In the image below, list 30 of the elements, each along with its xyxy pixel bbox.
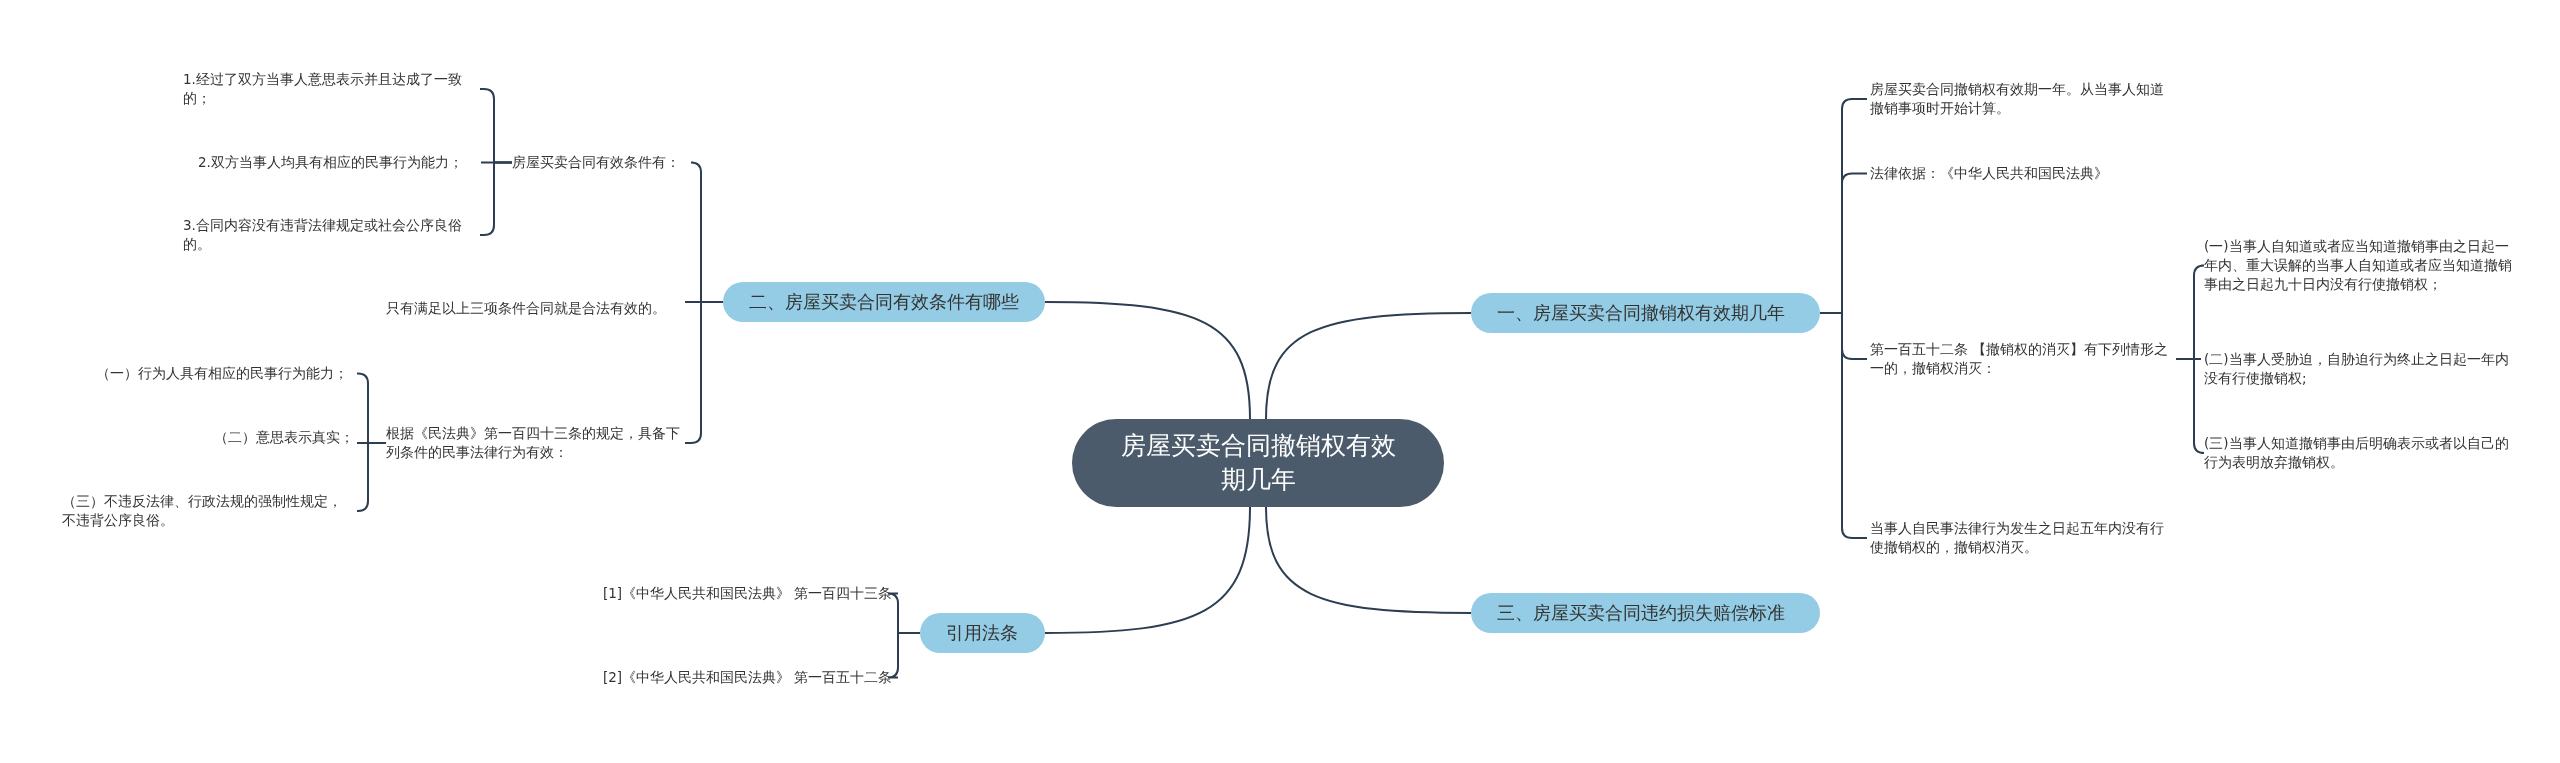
topic-box: 二、房屋买卖合同有效条件有哪些 xyxy=(723,282,1045,322)
topic-text: (三)当事人知道撤销事由后明确表示或者以自己的行为表明放弃撤销权。 xyxy=(2204,434,2514,472)
topic-box: 三、房屋买卖合同违约损失赔偿标准 xyxy=(1471,593,1820,633)
connector-line xyxy=(356,442,387,512)
topic-text: [1]《中华人民共和国民法典》 第一百四十三条 xyxy=(603,583,895,603)
topic-text: 3.合同内容没有违背法律规定或社会公序良俗的。 xyxy=(183,216,477,254)
connector-line xyxy=(1044,301,1251,420)
topic-text: 1.经过了双方当事人意思表示并且达成了一致的； xyxy=(183,70,477,108)
topic-text: （一）行为人具有相应的民事行为能力； xyxy=(96,363,354,383)
connector-line xyxy=(2175,358,2205,454)
connector-line xyxy=(1044,506,1251,634)
topic-text: 2.双方当事人均具有相应的民事行为能力； xyxy=(198,152,478,172)
topic-text: 根据《民法典》第一百四十三条的规定，具备下列条件的民事法律行为有效： xyxy=(386,424,682,462)
connector-line xyxy=(1265,312,1472,420)
topic-box: 一、房屋买卖合同撤销权有效期几年 xyxy=(1471,293,1820,333)
topic-text: 只有满足以上三项条件合同就是合法有效的。 xyxy=(386,298,682,318)
topic-text: 房屋买卖合同有效条件有： xyxy=(512,152,690,172)
topic-text: (一)当事人自知道或者应当知道撤销事由之日起一年内、重大误解的当事人自知道或者应当知道撤销事由之日起九十日内没有行使撤销权； xyxy=(2204,236,2514,294)
topic-text: [2]《中华人民共和国民法典》 第一百五十二条 xyxy=(603,667,895,687)
topic-text: 房屋买卖合同撤销权有效期一年。从当事人知道撤销事项时开始计算。 xyxy=(1870,80,2176,118)
topic-text: 法律依据：《中华人民共和国民法典》 xyxy=(1870,163,2176,183)
topic-text: （二）意思表示真实； xyxy=(214,427,354,447)
connector-line xyxy=(1265,506,1472,614)
connector-line xyxy=(479,161,513,236)
topic-text: (二)当事人受胁迫，自胁迫行为终止之日起一年内没有行使撤销权; xyxy=(2204,350,2514,388)
topic-box: 引用法条 xyxy=(920,613,1045,653)
central-topic: 房屋买卖合同撤销权有效期几年 xyxy=(1072,419,1444,507)
topic-text: 第一百五十二条 【撤销权的消灭】有下列情形之一的，撤销权消灭： xyxy=(1870,340,2176,378)
topic-text: 当事人自民事法律行为发生之日起五年内没有行使撤销权的，撤销权消灭。 xyxy=(1870,519,2176,557)
topic-text: （三）不违反法律、行政法规的强制性规定，不违背公序良俗。 xyxy=(62,492,354,530)
